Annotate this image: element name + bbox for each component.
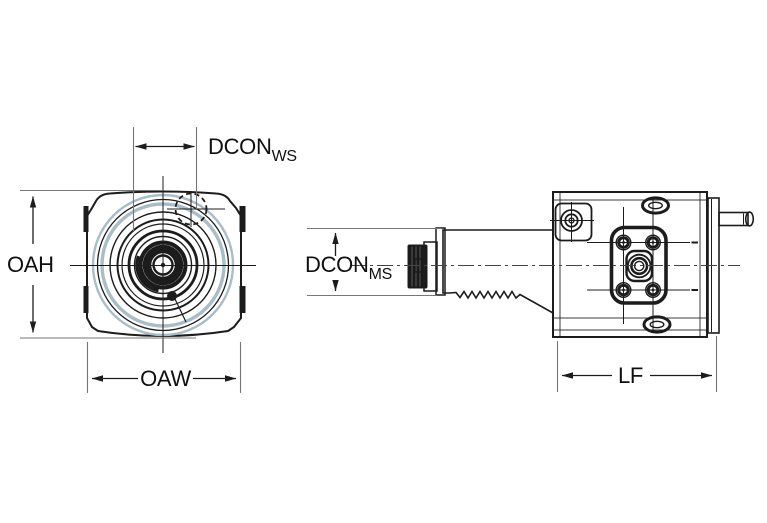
front-right-tab-bottom: [239, 286, 246, 313]
front-body-outline: [86, 190, 242, 337]
slot-outer: [641, 196, 670, 215]
oah-label: OAH: [7, 252, 54, 277]
hole-dot: [651, 241, 655, 244]
top-slot: [641, 196, 670, 215]
bottom-slot: [642, 315, 672, 334]
dimension-oaw: OAW: [86, 342, 242, 393]
slot-inner: [648, 201, 664, 210]
hole-ring: [615, 282, 632, 299]
hole-dot: [622, 288, 625, 292]
slot-inner: [649, 320, 665, 329]
housing-body: [552, 191, 708, 338]
bolt-boss-outline: [554, 202, 593, 242]
plate-outline: [609, 225, 668, 305]
dimension-lf: LF: [556, 336, 718, 392]
drive-pin-leader: [174, 298, 187, 323]
hole-annulus: [617, 236, 630, 249]
plate-bolt-holes: [615, 234, 662, 299]
hole-dot: [651, 288, 655, 292]
bolt-hole: [645, 282, 662, 299]
hole-annulus: [646, 283, 660, 297]
bolt-hole: [645, 234, 662, 251]
pin-shaft: [718, 211, 749, 227]
bolt-hole: [615, 234, 632, 251]
hole-dot: [622, 241, 625, 244]
bolt-hole: [615, 282, 632, 299]
shaft-shank: [442, 229, 554, 315]
dimension-dcon-ws: DCONWS: [132, 127, 297, 231]
dimension-oah: OAH: [7, 189, 196, 339]
dimension-dcon-ms: DCONMS: [305, 227, 441, 297]
drive-pin-dot: [167, 291, 177, 301]
bolt-boss: [550, 202, 594, 242]
hole-annulus: [646, 236, 660, 249]
slot-outer: [642, 315, 672, 334]
hole-ring: [645, 234, 662, 251]
hole-annulus: [617, 283, 630, 297]
shaft-flange-small: [423, 241, 438, 292]
front-view: [70, 176, 256, 353]
oaw-label: OAW: [140, 366, 191, 391]
lf-label: LF: [618, 363, 643, 388]
knurl-cap: [407, 244, 428, 289]
side-view: [350, 191, 755, 338]
hole-ring: [615, 234, 632, 251]
front-right-tab-top: [239, 206, 246, 232]
hole-ring: [645, 282, 662, 299]
pin-cap: [744, 211, 755, 227]
rear-pin: [718, 211, 755, 227]
dcon-ms-label: DCONMS: [305, 252, 392, 283]
dcon-ws-label: DCONWS: [208, 134, 297, 165]
partial-arc: [135, 255, 159, 293]
